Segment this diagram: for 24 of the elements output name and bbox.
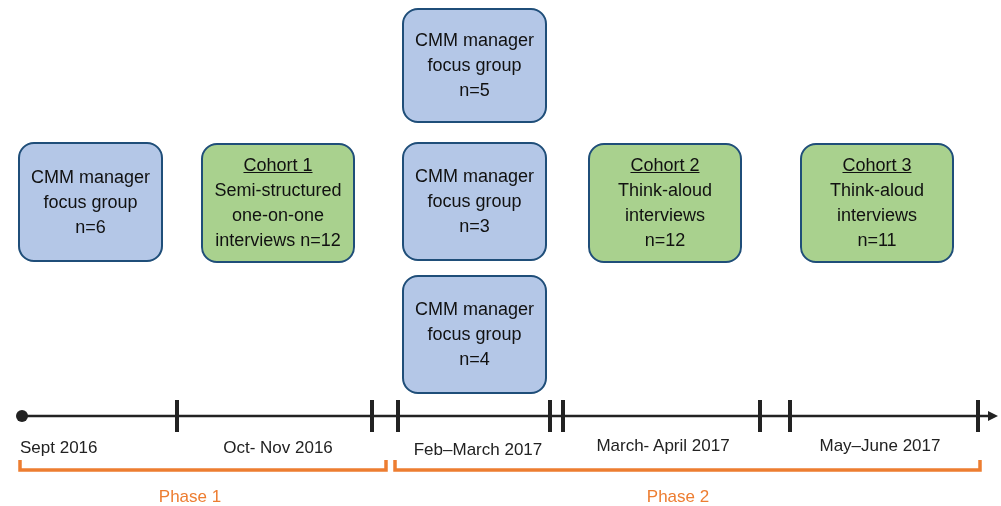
phase-label: Phase 1	[158, 487, 222, 506]
date-label: May–June 2017	[819, 436, 941, 456]
cohort-heading: Cohort 1	[243, 154, 313, 177]
cohort-box	[588, 143, 742, 263]
focus-group-box	[18, 142, 163, 262]
box-text: Think-aloud interviews n=12	[616, 179, 714, 252]
focus-group-box	[402, 142, 547, 261]
box-text: Semi-structured one-on-one interviews n=12	[213, 179, 343, 252]
focus-group-box	[402, 275, 547, 394]
cohort-box	[800, 143, 954, 263]
box-text: CMM manager focus group n=5	[414, 29, 535, 102]
box-text: CMM manager focus group n=6	[30, 165, 151, 239]
date-label: Oct- Nov 2016	[223, 438, 333, 458]
focus-group-box	[402, 8, 547, 123]
cohort-heading: Cohort 2	[630, 154, 700, 177]
date-label: Sept 2016	[20, 438, 98, 458]
date-label: Feb–March 2017	[413, 440, 543, 460]
box-text: CMM manager focus group n=4	[414, 298, 535, 371]
box-text: CMM manager focus group n=3	[414, 165, 535, 238]
box-text: Think-aloud interviews n=11	[828, 179, 926, 252]
date-label: March- April 2017	[596, 436, 730, 456]
cohort-heading: Cohort 3	[842, 154, 912, 177]
phase-label: Phase 2	[646, 487, 710, 506]
cohort-box	[201, 143, 355, 263]
